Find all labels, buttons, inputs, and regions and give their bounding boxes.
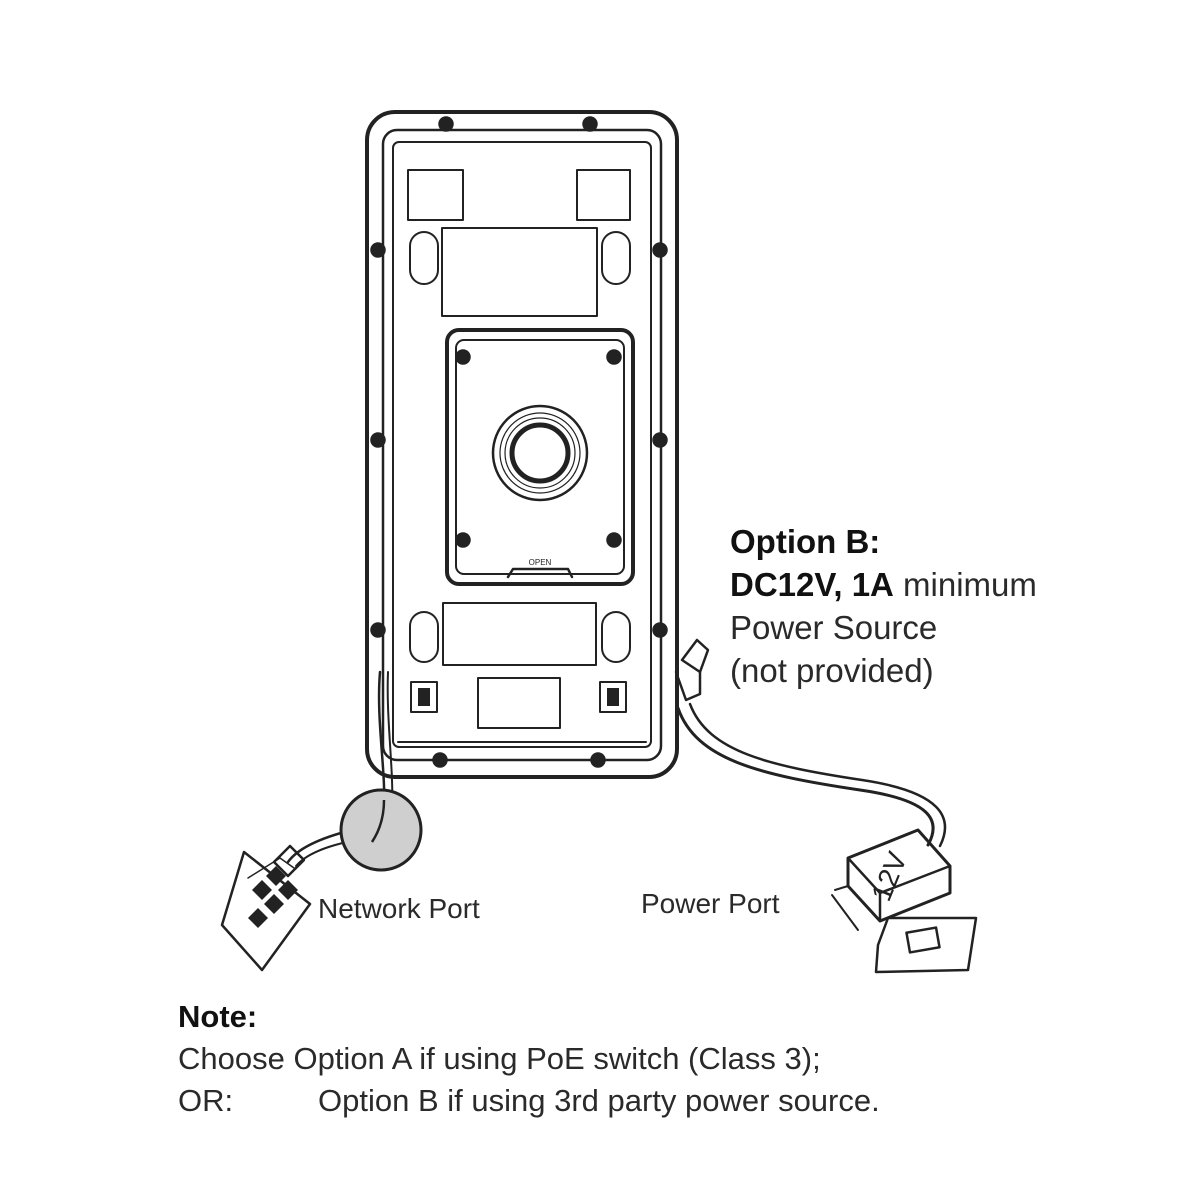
mount-plate-inner (455, 339, 625, 575)
option-b-spec-rest: minimum (893, 566, 1037, 603)
mount-plate-outer (445, 328, 635, 586)
lower-label-area (442, 602, 597, 666)
upper-label-area (441, 227, 598, 317)
open-latch (506, 567, 574, 579)
option-b-spec: DC12V, 1A minimum (730, 563, 1037, 606)
power-port-label: Power Port (641, 888, 780, 919)
plate-screw (606, 532, 622, 548)
open-label: OPEN (529, 558, 552, 567)
note-or-label: OR: (178, 1083, 234, 1118)
rj45-plug (272, 844, 306, 878)
screw (582, 116, 598, 132)
note-block: Note: Choose Option A if using PoE switc… (178, 996, 880, 1122)
cable-grommet-outer (491, 404, 589, 502)
screw (432, 752, 448, 768)
lower-right-slot (601, 611, 631, 663)
option-b-power-source: Power Source (730, 609, 938, 646)
wall-pass-through (339, 788, 423, 872)
bottom-left-clip (410, 681, 438, 713)
screw (370, 242, 386, 258)
screw (370, 432, 386, 448)
power-cable (676, 706, 935, 847)
wall-outlet (874, 916, 978, 974)
screw (438, 116, 454, 132)
top-right-pad (576, 169, 631, 221)
screw (370, 622, 386, 638)
bottom-right-clip (599, 681, 627, 713)
bottom-center-block (477, 677, 561, 729)
cable-grommet-hole (509, 422, 571, 484)
screw (652, 432, 668, 448)
power-adapter (831, 828, 952, 931)
screw (652, 622, 668, 638)
top-left-pad (407, 169, 464, 221)
option-b-not-provided: (not provided) (730, 652, 934, 689)
plate-screw (455, 349, 471, 365)
note-line-1: Choose Option A if using PoE switch (Cla… (178, 1041, 821, 1076)
option-b-title: Option B: (730, 523, 881, 560)
note-line-2-text: Option B if using 3rd party power source… (318, 1083, 880, 1118)
network-port-label: Network Port (318, 893, 480, 924)
plate-screw (455, 532, 471, 548)
screw (652, 242, 668, 258)
note-line-2: OR: Option B if using 3rd party power sou… (178, 1080, 880, 1122)
device-back-plate (392, 141, 652, 748)
network-port-jack (220, 850, 312, 972)
adapter-voltage-label: 12V (865, 847, 913, 905)
screw (590, 752, 606, 768)
upper-right-slot (601, 231, 631, 285)
lower-left-slot (409, 611, 439, 663)
dc-plug (680, 638, 710, 674)
device-housing (365, 110, 679, 779)
plate-screw (606, 349, 622, 365)
option-b-callout: Option B: DC12V, 1A minimum Power Source… (730, 520, 1037, 692)
upper-left-slot (409, 231, 439, 285)
option-b-spec-bold: DC12V, 1A (730, 566, 894, 603)
note-title: Note: (178, 999, 258, 1034)
